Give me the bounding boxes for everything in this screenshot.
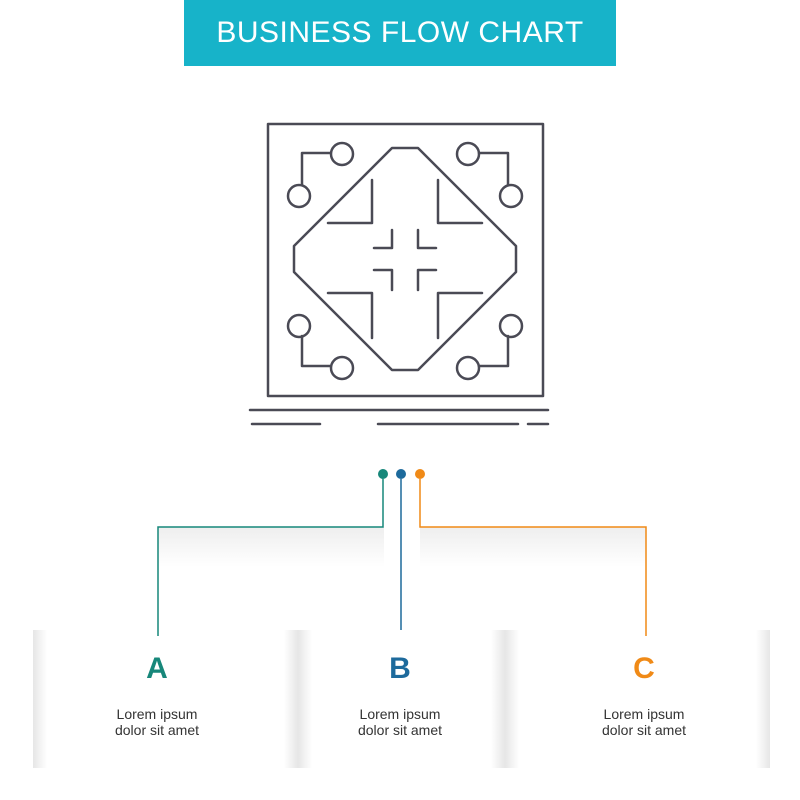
panel-b-edge-left: [298, 630, 312, 768]
panel-c-edge-left: [505, 630, 519, 768]
connector-dot-b: [396, 469, 406, 479]
connector-dot-a: [378, 469, 388, 479]
page-title: BUSINESS FLOW CHART: [184, 0, 616, 66]
step-b-text: Lorem ipsum dolor sit amet: [320, 706, 480, 738]
panel-b-edge-right: [491, 630, 505, 768]
connector-dot-c: [415, 469, 425, 479]
step-a-letter: A: [146, 652, 168, 685]
step-b-line1: Lorem ipsum: [359, 706, 441, 722]
step-c-line1: Lorem ipsum: [603, 706, 685, 722]
panel-c-edge-right: [756, 630, 770, 768]
connector-line-a: [157, 479, 384, 636]
step-a-line2: dolor sit amet: [114, 722, 200, 738]
step-a-line1: Lorem ipsum: [116, 706, 198, 722]
step-b-line2: dolor sit amet: [357, 722, 443, 738]
circuit-board-icon: [248, 122, 550, 426]
step-c-letter: C: [633, 652, 655, 685]
step-a-text: Lorem ipsum dolor sit amet: [77, 706, 237, 738]
connector-shadow-c: [420, 527, 646, 567]
connector-shadow-a: [158, 527, 384, 567]
step-c-text: Lorem ipsum dolor sit amet: [564, 706, 724, 738]
step-b-letter: B: [389, 652, 411, 685]
panel-a-edge-left: [33, 630, 47, 768]
panel-a-edge-right: [284, 630, 298, 768]
step-c-line2: dolor sit amet: [601, 722, 687, 738]
connector-line-c: [419, 479, 647, 636]
